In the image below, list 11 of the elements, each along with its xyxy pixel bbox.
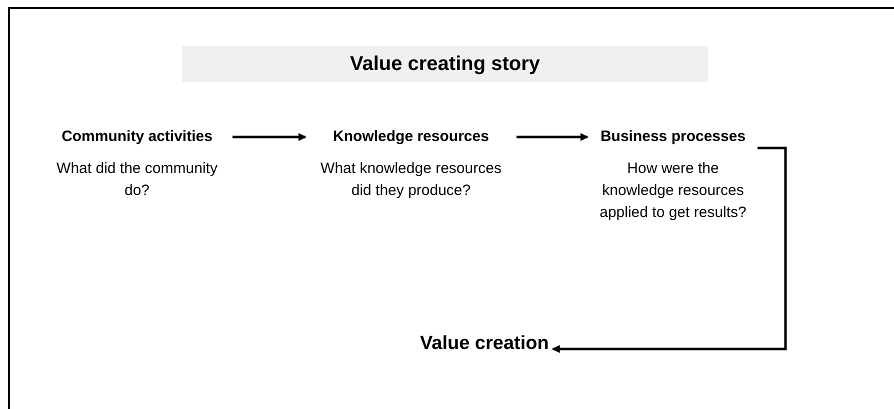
- step-question: What did the community do?: [56, 159, 218, 201]
- step-question: How were the knowledge resources applied to get results?: [598, 159, 748, 223]
- step-heading: Knowledge resources: [332, 128, 490, 146]
- step-question: What knowledge resources did they produce?: [320, 159, 502, 201]
- step-heading: Business processes: [599, 128, 747, 146]
- arrow: [232, 133, 306, 141]
- arrow: [552, 146, 787, 353]
- step-heading: Value creation: [420, 335, 549, 353]
- step-heading: Community activities: [60, 128, 214, 146]
- title-banner: Value creating story: [182, 46, 708, 82]
- arrow: [516, 133, 588, 141]
